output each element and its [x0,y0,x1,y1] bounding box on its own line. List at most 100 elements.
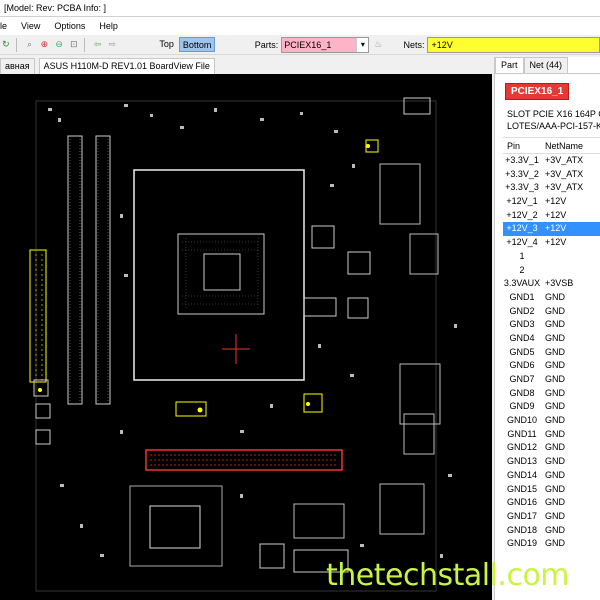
board-drawing [29,97,457,592]
table-row[interactable]: GND5 GND [503,346,600,360]
table-row[interactable]: GND15 GND [503,483,600,497]
watermark: thetechstall.com [326,558,570,593]
pin-cell: GND15 [506,483,537,494]
arrow-left-icon[interactable]: ⇦ [93,39,102,49]
cpu-pad-area [177,233,265,315]
component [175,401,207,417]
tab-boardview-file[interactable]: ASUS H110M-D REV1.01 BoardView File [38,58,215,74]
pin-cell: +12V_1 [506,196,538,207]
pin-cell: GND13 [506,456,537,467]
chipset-core [149,505,201,549]
netname-cell: GND [545,346,565,357]
tab-part[interactable]: Part [495,57,524,73]
pin-cell: GND16 [506,497,537,508]
parts-combobox[interactable]: PCIEX16_1 ▾ [281,36,370,53]
nets-input[interactable]: +12V [427,36,600,53]
netname-cell: GND [545,401,565,412]
pin-cell: GND14 [506,469,537,480]
component [259,543,285,569]
component [303,393,323,413]
column-header-netname[interactable]: NetName [545,141,584,151]
netname-cell [541,264,600,278]
part-description-line: LOTES/AAA-PCI-157-K5 [507,121,600,131]
netname-cell: GND [545,305,565,316]
netname-cell: GND [545,510,565,521]
table-row[interactable]: GND14 GND [503,469,600,483]
pin-cell: 2 [519,264,525,275]
table-row[interactable]: 3.3VAUX+3VSB [503,277,600,291]
table-row[interactable]: +12V_3+12V [503,222,600,237]
pin-cell: 3.3VAUX [503,278,541,289]
table-row[interactable]: 2 [503,264,600,278]
component [311,225,335,249]
pin-cell: GND11 [507,428,537,439]
part-panel: Part Net (44) PCIEX16_1 SLOT PCIE X16 16… [494,57,600,600]
pin-cell: GND8 [509,387,535,398]
component [35,403,51,419]
component [35,429,51,445]
zoom-out-icon[interactable]: ⊖ [55,39,63,49]
component [403,97,431,115]
tab-net[interactable]: Net (44) [523,57,569,73]
netname-cell: +3V_ATX [545,155,584,165]
toolbar-separator [83,37,85,52]
netname-cell: GND [545,469,565,480]
menu-bar: ile View Options Help [0,17,600,35]
netname-cell: +12V [545,223,567,234]
menu-options[interactable]: Options [54,21,86,31]
zoom-fit-icon[interactable]: ⊡ [70,39,78,49]
netname-cell: GND [545,332,565,343]
pin-table-body: +3.3V_1+3V_ATX+3.3V_2+3V_ATX+3.3V_3+3V_A… [503,154,600,551]
table-row[interactable]: +3.3V_2+3V_ATX [503,168,600,182]
table-row[interactable]: GND11 GND [503,428,600,442]
column-header-pin[interactable]: Pin [507,141,521,151]
bottom-view-button[interactable]: Bottom [178,37,216,52]
menu-file[interactable]: ile [0,21,8,31]
search-icon[interactable]: ⌕ [27,39,33,49]
toolbar-separator [15,37,17,52]
netname-cell: GND [545,415,565,426]
table-row[interactable]: +12V_1+12V [503,195,600,209]
component [409,233,439,275]
tab-main[interactable]: авная [0,58,35,74]
netname-cell: GND [545,428,565,439]
table-row[interactable]: +3.3V_3+3V_ATX [503,181,600,195]
cpu-center [203,253,241,291]
table-row[interactable]: +12V_2+12V [503,209,600,223]
bulb-icon[interactable]: ♨ [374,39,383,49]
netname-cell: +3V_ATX [545,168,584,179]
pin-cell: +3.3V_1 [505,155,539,165]
parts-input[interactable]: PCIEX16_1 [282,37,357,52]
board-canvas[interactable] [0,74,492,600]
netname-cell: GND [545,483,565,494]
menu-help[interactable]: Help [99,21,118,31]
table-row[interactable]: +12V_4+12V [503,236,600,250]
top-view-button[interactable]: Top [159,39,174,49]
netname-cell: GND [545,538,565,549]
window-title: [Model: Rev: PCBA Info: ] [0,0,600,17]
pin-cell: GND3 [509,319,535,330]
chevron-down-icon[interactable]: ▾ [356,37,368,52]
table-row[interactable]: 1 [503,250,600,264]
table-row[interactable]: +3.3V_1 +3V_ATX [503,154,600,168]
pin-cell: GND5 [509,346,535,357]
arrow-right-icon[interactable]: ⇨ [108,39,117,49]
zoom-in-icon[interactable]: ⊕ [40,39,49,49]
menu-view[interactable]: View [21,21,41,31]
refresh-icon[interactable]: ↻ [2,39,10,49]
